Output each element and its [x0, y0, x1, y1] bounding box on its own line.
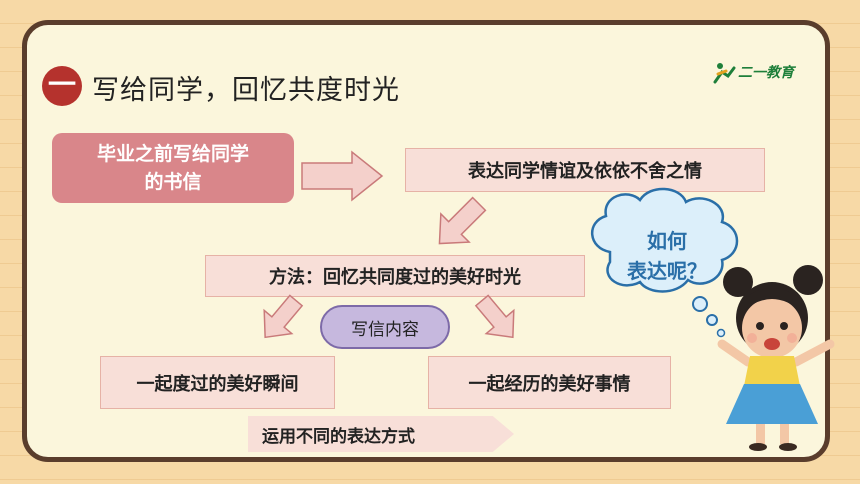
section-title: 写给同学，回忆共度时光 — [92, 75, 400, 106]
arrow-branch-right-icon — [474, 294, 515, 339]
logo-icon — [713, 63, 736, 84]
source-letter-box: 毕业之前写给同学 的书信 — [52, 133, 294, 203]
left-branch-box: 一起度过的美好瞬间 — [100, 356, 335, 409]
method-box: 方法：回忆共同度过的美好时光 — [205, 255, 585, 297]
bubble-question: 如何 表达呢？ — [612, 226, 722, 286]
thought-bubble-icon — [590, 187, 739, 338]
bubble-line-2: 表达呢？ — [627, 259, 707, 283]
girl-character-icon — [717, 265, 835, 451]
arrow-down-left-icon — [438, 196, 487, 245]
arrow-right-icon — [301, 150, 384, 202]
technique-tag: 运用不同的表达方式 — [248, 416, 514, 452]
arrow-branch-left-icon — [263, 294, 304, 339]
right-branch-box: 一起经历的美好事情 — [428, 356, 671, 409]
logo-text: 二一教育 — [738, 65, 794, 81]
bubble-line-1: 如何 — [647, 229, 687, 253]
section-number-badge: 一 — [42, 66, 82, 106]
source-line-2: 的书信 — [144, 171, 202, 193]
content-label-pill: 写信内容 — [320, 305, 450, 349]
source-line-1: 毕业之前写给同学 — [96, 143, 249, 165]
purpose-box: 表达同学情谊及依依不舍之情 — [405, 148, 765, 192]
